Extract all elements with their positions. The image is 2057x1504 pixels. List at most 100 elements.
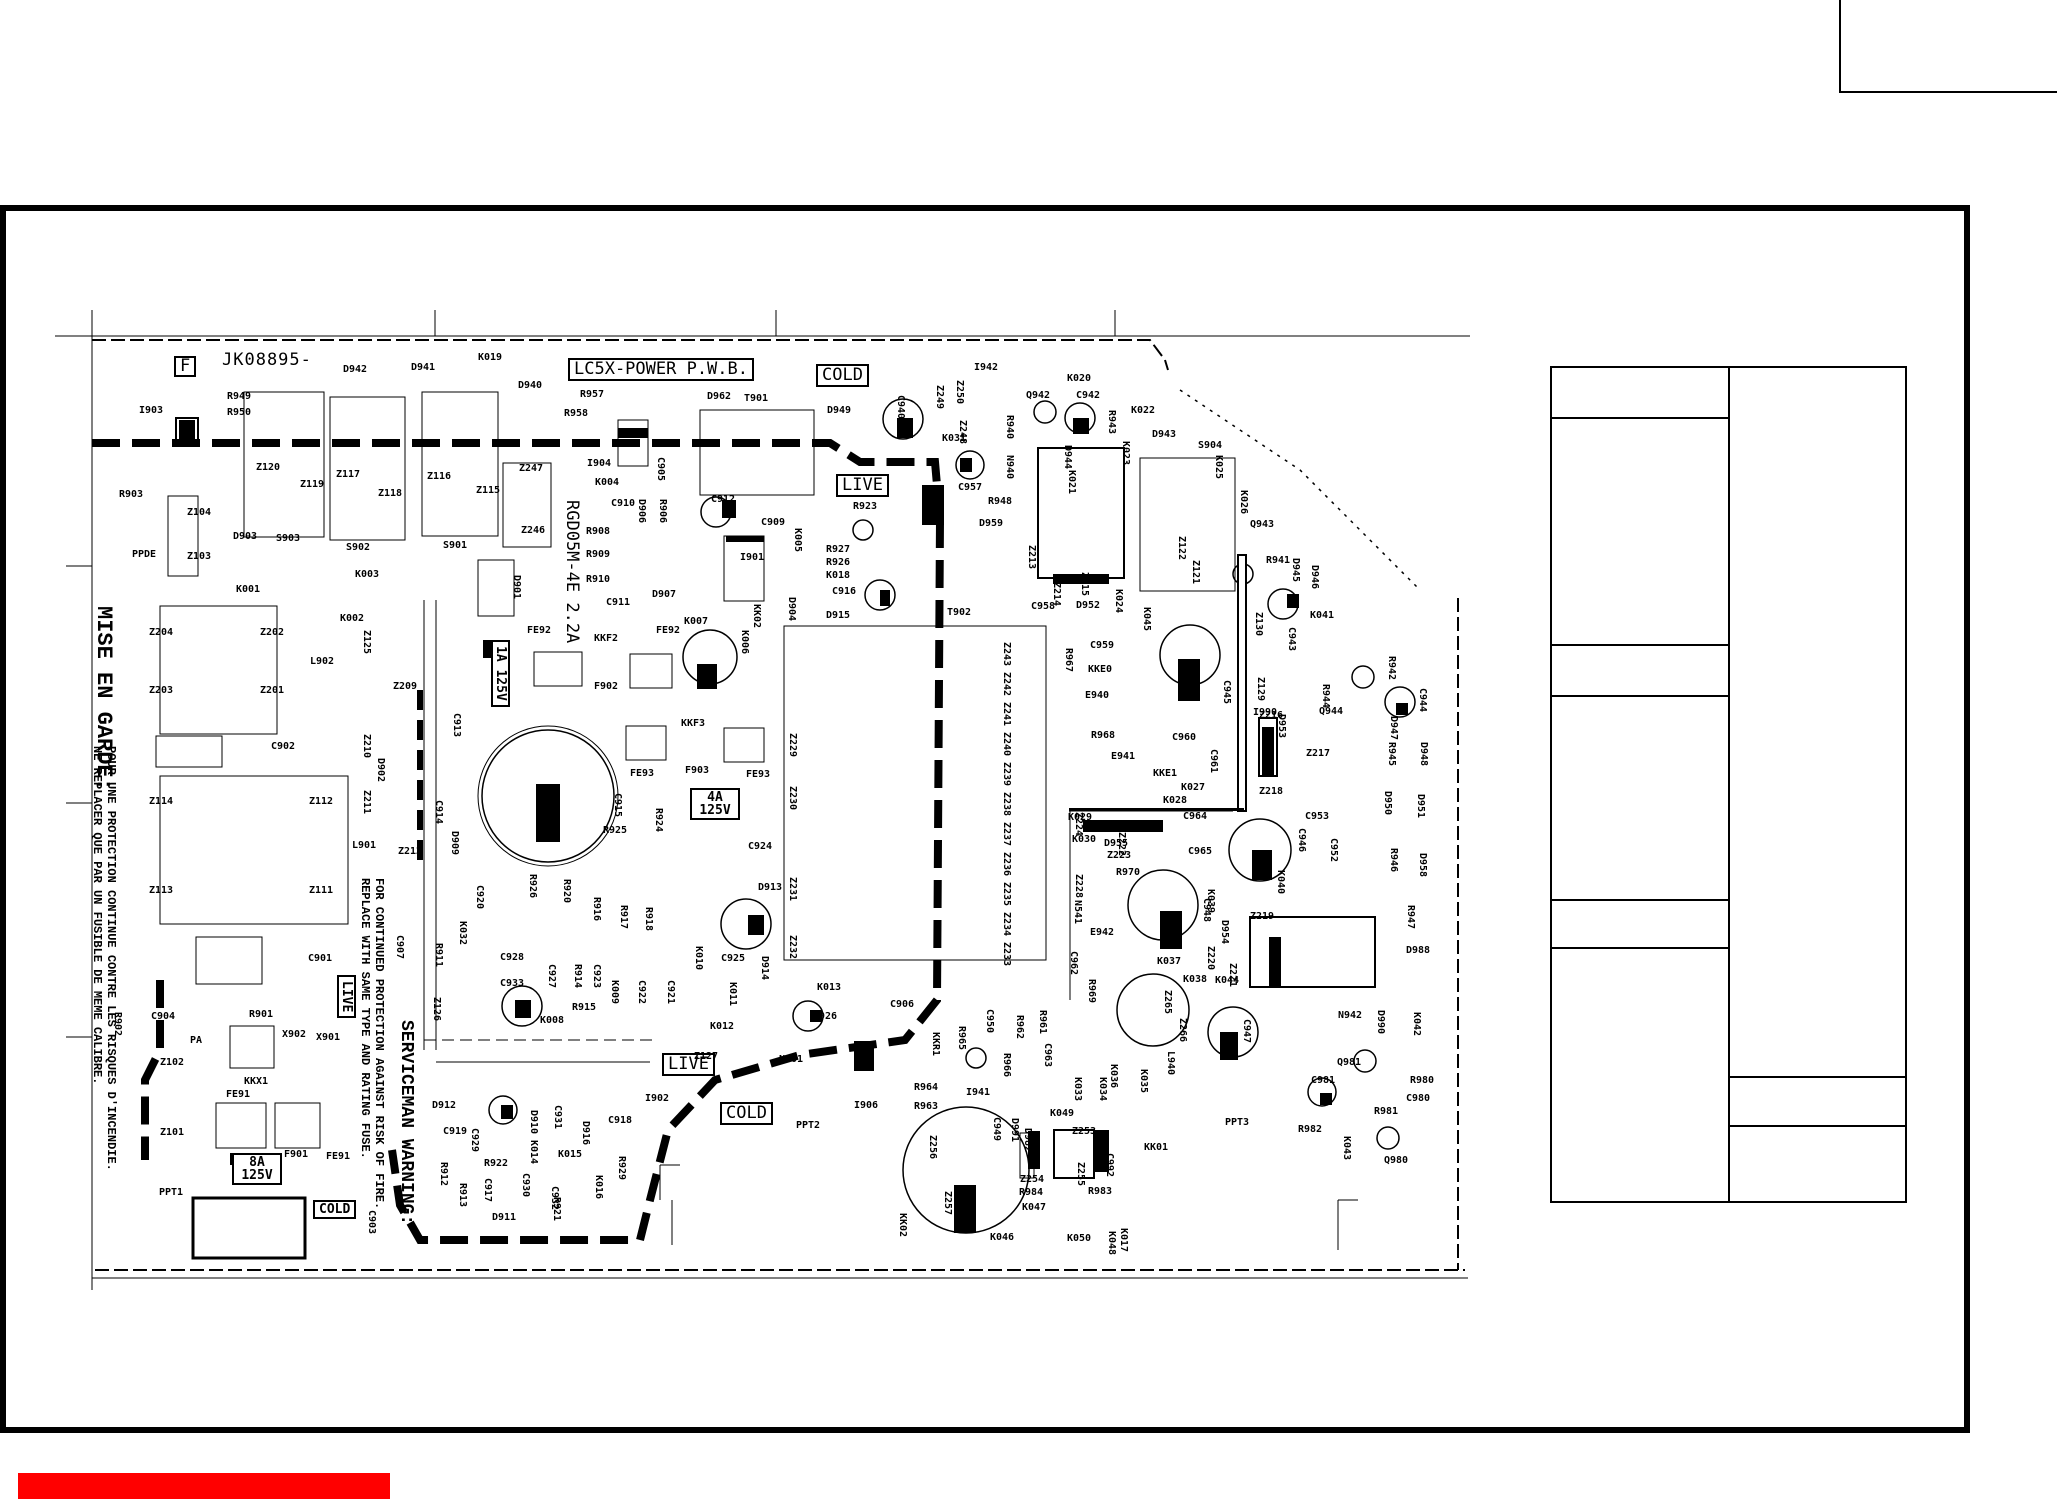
component-label-d958: D958 — [1417, 853, 1428, 878]
isolation-line-top — [92, 439, 944, 521]
component-label-k013: K013 — [817, 982, 842, 993]
component-label-r947: R947 — [1405, 905, 1416, 930]
component-label-k048: K048 — [1106, 1231, 1117, 1256]
component-label-z211: Z211 — [361, 790, 372, 815]
component-label-c961: C961 — [1208, 749, 1219, 774]
component-label-d913: D913 — [758, 882, 783, 893]
component-label-c930: C930 — [520, 1173, 531, 1198]
component-label-d914: D914 — [759, 956, 770, 981]
component-label-z210: Z210 — [361, 734, 372, 759]
component-label-k034: K034 — [1097, 1077, 1108, 1102]
component-label-d954: D954 — [1219, 920, 1230, 945]
component-label-fe92: FE92 — [527, 625, 552, 636]
component-label-r920: R920 — [561, 879, 572, 904]
component-label-k014: K014 — [528, 1140, 539, 1165]
component-label-d952: D952 — [1076, 600, 1101, 611]
component-label-k016: K016 — [593, 1175, 604, 1200]
component-label-z212: Z212 — [398, 846, 423, 857]
component-label-c904: C904 — [151, 1011, 176, 1022]
component-label-n541: N541 — [1072, 900, 1083, 925]
component-label-c981: C981 — [1311, 1075, 1336, 1086]
component-label-c952: C952 — [1328, 838, 1339, 863]
component-label-k033: K033 — [1072, 1077, 1083, 1102]
component-label-d943: D943 — [1152, 429, 1177, 440]
component-label-c903: C903 — [366, 1210, 377, 1235]
component-label-c942: C942 — [1076, 390, 1101, 401]
component-label-k028: K028 — [1163, 795, 1188, 806]
component-label-k020: K020 — [1067, 373, 1092, 384]
component-label-z249: Z249 — [934, 385, 945, 410]
component-label-r945: R945 — [1386, 742, 1397, 767]
component-label-r914: R914 — [572, 964, 583, 989]
component-label-k011: K011 — [727, 982, 738, 1007]
component-label-z204: Z204 — [149, 627, 174, 638]
component-label-z250: Z250 — [954, 380, 965, 405]
component-label-k049: K049 — [1050, 1108, 1075, 1119]
component-label-z116: Z116 — [427, 471, 452, 482]
component-label-x902: X902 — [282, 1029, 307, 1040]
component-label-r921: R921 — [551, 1197, 562, 1222]
component-label-kk01: KK01 — [1144, 1142, 1169, 1153]
component-label-f903: F903 — [685, 765, 710, 776]
component-label-k003: K003 — [355, 569, 380, 580]
component-label-d911: D911 — [492, 1212, 517, 1223]
part-number: JK08895- — [222, 350, 312, 370]
component-label-c911: C911 — [606, 597, 631, 608]
board-edge-diagonal — [1179, 389, 1421, 591]
component-label-z266: Z266 — [1177, 1018, 1188, 1043]
component-label-z221: Z221 — [1227, 963, 1238, 988]
component-label-r957: R957 — [580, 389, 605, 400]
component-label-z120: Z120 — [256, 462, 281, 473]
component-label-c949: C949 — [991, 1117, 1002, 1142]
cold-zone-tag-bottom: COLD — [720, 1102, 773, 1125]
component-label-d951: D951 — [1415, 794, 1426, 819]
component-label-d901: D901 — [511, 575, 522, 600]
component-label-k007: K007 — [684, 616, 709, 627]
fuse-f901-rating: 8A 125V — [232, 1153, 282, 1185]
component-label-z253: Z253 — [1072, 1126, 1097, 1137]
component-label-i941: I941 — [966, 1087, 991, 1098]
component-label-kk02: KK02 — [897, 1213, 908, 1238]
component-label-i901: I901 — [740, 552, 765, 563]
component-label-c940: C940 — [895, 395, 906, 420]
component-label-c945: C945 — [1221, 680, 1232, 705]
component-label-z232: Z232 — [787, 935, 798, 960]
component-label-d988: D988 — [1406, 945, 1431, 956]
component-label-n942: N942 — [1338, 1010, 1363, 1021]
component-label-c923: C923 — [591, 964, 602, 989]
component-label-c944: C944 — [1417, 688, 1428, 713]
component-label-r908: R908 — [586, 526, 611, 537]
component-label-z102: Z102 — [160, 1057, 185, 1068]
component-label-c980: C980 — [1406, 1093, 1431, 1104]
component-label-k042: K042 — [1411, 1012, 1422, 1037]
component-label-c907: C907 — [394, 935, 405, 960]
component-label-z220: Z220 — [1205, 946, 1216, 971]
component-label-c933: C933 — [500, 978, 525, 989]
component-label-z114: Z114 — [149, 796, 174, 807]
component-label-s904: S904 — [1198, 440, 1223, 451]
component-label-r912: R912 — [438, 1162, 449, 1187]
component-label-k045: K045 — [1141, 607, 1152, 632]
component-label-r940: R940 — [1004, 415, 1015, 440]
component-label-k018: K018 — [826, 570, 851, 581]
component-label-k012: K012 — [710, 1021, 735, 1032]
component-label-d903: D903 — [233, 531, 258, 542]
fuse-f902-rating: 1A 125V — [491, 640, 510, 707]
component-label-f902: F902 — [594, 681, 619, 692]
component-label-d947: D947 — [1388, 716, 1399, 741]
component-label-d982: D982 — [1022, 1128, 1033, 1153]
component-label-k027: K027 — [1181, 782, 1206, 793]
component-label-k025: K025 — [1213, 455, 1224, 480]
component-label-d944: D944 — [1062, 445, 1073, 470]
component-label-z238: Z238 — [1001, 792, 1012, 817]
component-label-z248: Z248 — [957, 420, 968, 445]
component-label-c917: C917 — [482, 1178, 493, 1203]
component-label-l940: L940 — [1165, 1051, 1176, 1076]
warning-fr-line2: NE REPLACER QUE PAR UN FUSIBLE DE MEME C… — [90, 746, 104, 1085]
cold-zone-tag-left: COLD — [313, 1200, 357, 1219]
component-label-c916: C916 — [832, 586, 857, 597]
component-label-z254: Z254 — [1020, 1174, 1045, 1185]
component-label-r943: R943 — [1106, 410, 1117, 435]
board-edge-top — [92, 339, 1169, 371]
